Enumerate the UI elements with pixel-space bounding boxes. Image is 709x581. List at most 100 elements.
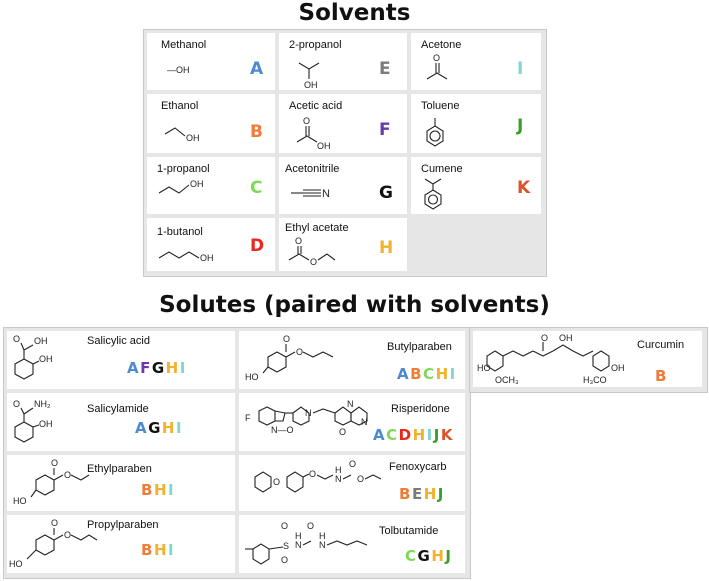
methanol-structure-icon: —OH — [167, 65, 190, 75]
solvent-letter: C — [405, 547, 417, 565]
salicylamide-structure-icon: O NH₂ OH — [13, 399, 53, 443]
solute-cell-curcumin: O OH HO OCH₃ H₃CO OH Curcumin B — [473, 331, 702, 387]
atom-label: O — [309, 469, 316, 479]
solute-cell-ethylparaben: O O HO Ethylparaben BHI — [7, 455, 235, 511]
atom-label: —OH — [167, 65, 190, 75]
atom-label: N — [361, 417, 368, 427]
atom-label: H — [319, 531, 326, 541]
solvent-cell-ethyl-acetate: Ethyl acetate O O H — [279, 218, 407, 271]
solvent-letter: I — [449, 365, 456, 383]
solute-letters: AGHI — [135, 419, 183, 437]
ethylparaben-structure-icon: O O HO — [13, 458, 90, 506]
solvent-letter: I — [168, 541, 175, 559]
atom-label: N — [319, 540, 326, 550]
solvent-letter: B — [655, 367, 667, 385]
solute-name: Tolbutamide — [379, 525, 439, 537]
solvent-letter: K — [440, 426, 453, 444]
solvent-letter: A — [373, 426, 386, 444]
solvent-letter: I — [175, 419, 183, 437]
atom-label: N — [322, 188, 330, 200]
atom-label: OCH₃ — [495, 375, 519, 385]
ethanol-structure-icon: OH — [164, 127, 200, 143]
solute-letters: CGHJ — [405, 547, 452, 565]
solvent-name: 1-propanol — [157, 163, 210, 175]
solute-letters: B — [655, 367, 668, 385]
atom-label: O — [433, 53, 440, 63]
atom-label: O — [303, 116, 310, 126]
solvent-letter: B — [399, 485, 411, 503]
atom-label: OH — [559, 333, 573, 343]
butylparaben-structure-icon: O O HO — [245, 334, 334, 382]
atom-label: O — [283, 334, 290, 344]
solvent-letter: D — [398, 426, 412, 444]
solute-cell-propylparaben: O O HO Propylparaben BHI — [7, 515, 235, 573]
atom-label: O — [281, 555, 288, 565]
solvent-cell-cumene: Cumene K — [411, 157, 541, 214]
solvent-letter: H — [423, 485, 437, 503]
atom-label: N — [305, 408, 312, 418]
toluene-structure-icon — [426, 118, 444, 147]
atom-label: F — [245, 413, 251, 423]
solvent-name: Cumene — [421, 163, 463, 175]
solvent-letter: H — [412, 426, 426, 444]
solvent-name: Ethyl acetate — [285, 222, 349, 234]
atom-label: OH — [200, 253, 214, 263]
solute-letters: AFGHI — [127, 359, 187, 377]
atom-label: O — [64, 530, 71, 540]
solvent-letter: G — [417, 547, 431, 565]
solvent-letter: F — [140, 359, 151, 377]
solute-name: Butylparaben — [387, 341, 452, 353]
atom-label: OH — [39, 354, 53, 364]
solutes-title: Solutes (paired with solvents) — [159, 292, 550, 318]
solute-letters: ACDHIJK — [373, 426, 454, 444]
atom-label: O — [273, 477, 280, 487]
solvent-name: 1-butanol — [157, 226, 203, 238]
solvent-letter: E — [411, 485, 423, 503]
propylparaben-structure-icon: O O HO — [9, 518, 98, 569]
atom-label: N — [335, 474, 342, 484]
atom-label: O — [339, 427, 346, 437]
atom-label: H₃CO — [583, 375, 607, 385]
solvent-letter: H — [165, 359, 179, 377]
solvent-cell-acetonitrile: Acetonitrile N G — [279, 157, 407, 214]
solvent-cell-methanol: Methanol —OH A — [147, 33, 275, 90]
solute-cell-tolbutamide: O S O H N O H N Tolbutamide CGHJ — [239, 515, 465, 573]
solvent-letter: J — [517, 116, 524, 136]
solvent-letter: B — [141, 541, 153, 559]
atom-label: H — [295, 531, 302, 541]
atom-label: OH — [39, 419, 53, 429]
atom-label: O — [51, 518, 58, 528]
solute-cell-salicylamide: O NH₂ OH Salicylamide AGHI — [7, 393, 235, 451]
solvent-letter: A — [250, 59, 264, 79]
solvent-letter: K — [517, 178, 531, 198]
solute-name: Risperidone — [391, 403, 450, 415]
atom-label: OH — [34, 336, 48, 346]
tolbutamide-structure-icon: O S O H N O H N — [245, 521, 368, 565]
solvent-name: 2-propanol — [289, 39, 342, 51]
atom-label: OH — [317, 141, 331, 151]
solvent-letter: I — [517, 59, 524, 79]
atom-label: O — [13, 334, 20, 344]
curcumin-structure-icon: O OH HO OCH₃ H₃CO OH — [477, 333, 625, 385]
ethyl-acetate-structure-icon: O O — [288, 236, 336, 267]
solvent-letter: E — [379, 59, 391, 79]
solvent-letter: C — [423, 365, 435, 383]
atom-label: OH — [304, 80, 318, 90]
solute-letters: ABCHI — [397, 365, 457, 383]
solvent-letter: C — [386, 426, 398, 444]
1-butanol-structure-icon: OH — [158, 251, 214, 263]
solvent-letter: I — [168, 481, 175, 499]
atom-label: HO — [9, 559, 23, 569]
solute-name: Curcumin — [637, 339, 685, 351]
atom-label: O — [307, 521, 314, 531]
atom-label: O — [310, 257, 317, 267]
atom-label: O — [349, 459, 356, 469]
atom-label: O — [357, 474, 364, 484]
solvent-letter: G — [148, 419, 161, 437]
atom-label: OH — [190, 179, 204, 189]
solute-cell-butylparaben: O O HO Butylparaben ABCHI — [239, 331, 465, 389]
solvent-letter: A — [397, 365, 410, 383]
solvent-cell-1-butanol: 1-butanol OH D — [147, 218, 275, 271]
acetic-acid-structure-icon: O OH — [296, 116, 331, 151]
solvents-title: Solvents — [298, 0, 411, 26]
